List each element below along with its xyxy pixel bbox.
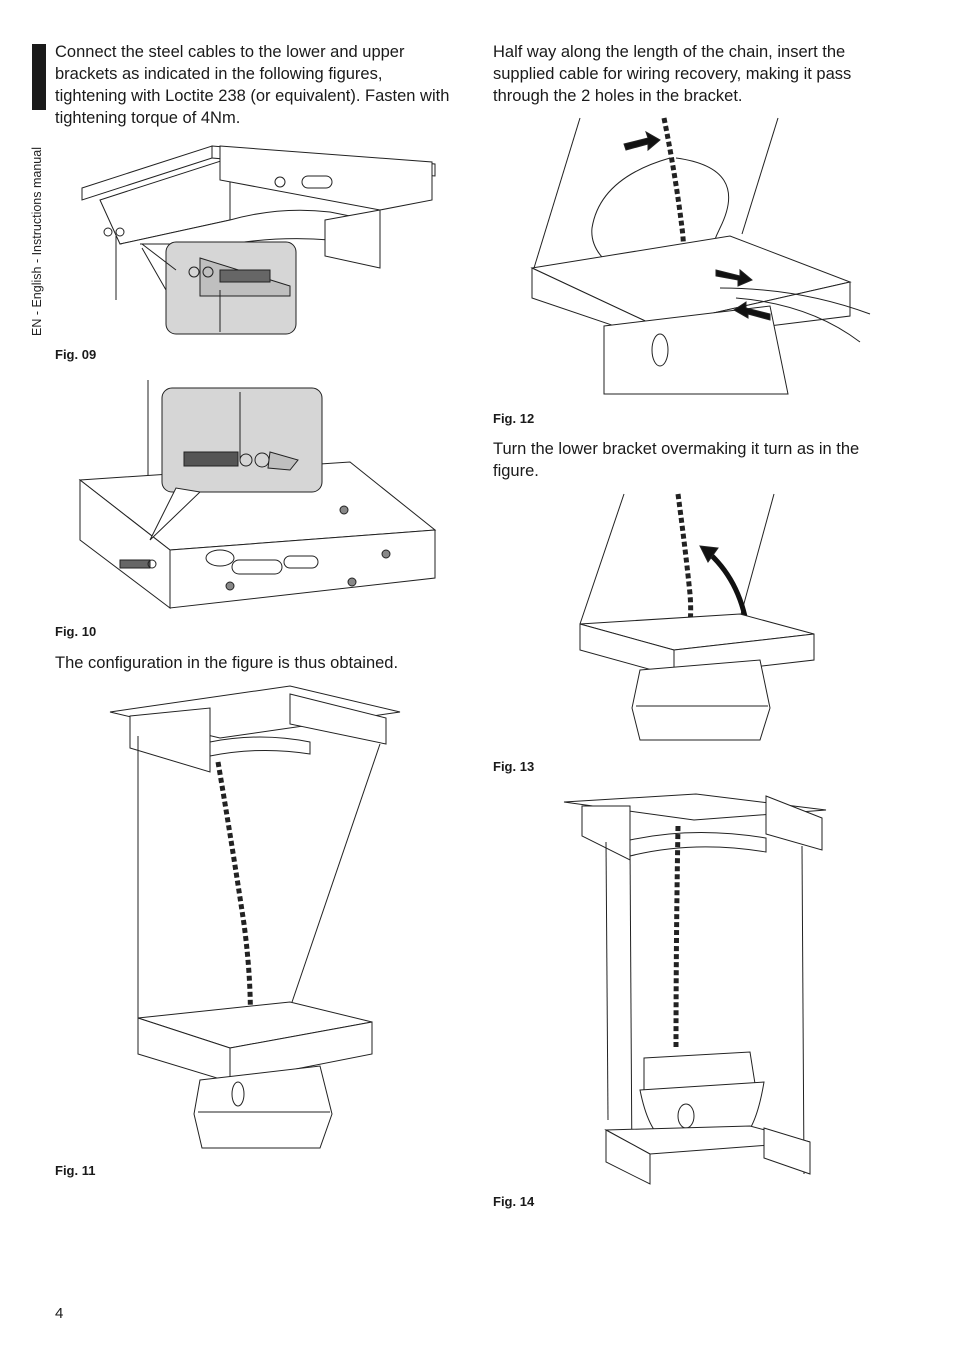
fig09-illustration (80, 140, 440, 340)
fig12-caption: Fig. 12 (493, 411, 535, 426)
intro-instructions: Connect the steel cables to the lower an… (55, 43, 450, 127)
section-marker-bar (32, 44, 46, 110)
chain-instructions: Half way along the length of the chain, … (493, 43, 852, 105)
fig10-caption: Fig. 10 (55, 624, 97, 639)
fig10-illustration (80, 380, 440, 608)
turn-instructions: Turn the lower bracket overmaking it tur… (493, 440, 860, 480)
fig11-illustration (110, 684, 410, 1154)
config-text: The configuration in the figure is thus … (55, 654, 399, 672)
fig13-caption: Fig. 13 (493, 759, 535, 774)
fig09-caption: Fig. 09 (55, 347, 97, 362)
page-number: 4 (55, 1305, 64, 1322)
fig14-caption: Fig. 14 (493, 1194, 535, 1209)
sidebar-language-label: EN - English - Instructions manual (30, 147, 44, 336)
fig12-illustration (520, 118, 870, 398)
fig13-illustration (570, 494, 830, 744)
fig14-illustration (560, 790, 830, 1184)
fig11-caption: Fig. 11 (55, 1163, 96, 1178)
